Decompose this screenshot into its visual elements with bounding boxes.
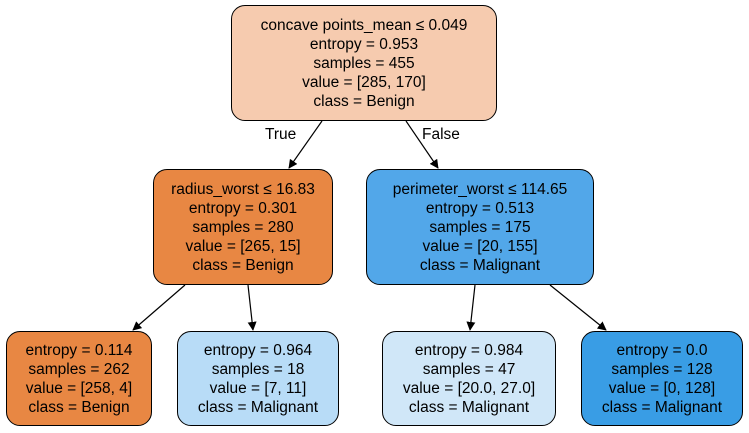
edge-root-left [288, 120, 323, 169]
edge-label-false: False [422, 126, 460, 143]
edge-right-leaf-3 [466, 284, 476, 331]
node-entropy: entropy = 0.513 [425, 199, 535, 217]
node-entropy: entropy = 0.114 [25, 341, 133, 359]
node-samples: samples = 262 [28, 360, 130, 378]
tree-leaf-4: entropy = 0.0 samples = 128 value = [0, … [581, 331, 743, 426]
edge-left-leaf-1 [132, 284, 186, 331]
edge-label-true: True [265, 126, 297, 143]
node-value: value = [285, 170] [302, 73, 426, 91]
node-split-label: concave points_mean ≤ 0.049 [260, 16, 468, 34]
node-entropy: entropy = 0.301 [188, 199, 298, 217]
node-value: value = [20, 155] [422, 237, 538, 255]
node-value: value = [258, 4] [25, 379, 133, 397]
tree-leaf-3: entropy = 0.984 samples = 47 value = [20… [382, 331, 556, 426]
node-class: class = Benign [192, 256, 294, 274]
tree-leaf-1: entropy = 0.114 samples = 262 value = [2… [6, 331, 152, 426]
edge-left-leaf-2 [247, 284, 257, 331]
tree-node-root: concave points_mean ≤ 0.049 entropy = 0.… [231, 5, 497, 121]
node-split-label: perimeter_worst ≤ 114.65 [392, 180, 568, 198]
node-samples: samples = 47 [422, 360, 516, 378]
node-class: class = Malignant [419, 256, 541, 274]
node-value: value = [0, 128] [608, 379, 716, 397]
tree-node-left: radius_worst ≤ 16.83 entropy = 0.301 sam… [153, 169, 333, 285]
node-samples: samples = 18 [211, 360, 305, 378]
node-class: class = Malignant [197, 398, 319, 416]
node-value: value = [265, 15] [185, 237, 301, 255]
tree-node-right: perimeter_worst ≤ 114.65 entropy = 0.513… [366, 169, 594, 285]
node-entropy: entropy = 0.964 [203, 341, 313, 359]
node-entropy: entropy = 0.953 [309, 35, 419, 53]
node-entropy: entropy = 0.0 [616, 341, 708, 359]
node-samples: samples = 455 [313, 54, 415, 72]
edge-root-right [405, 120, 439, 169]
edge-right-leaf-4 [549, 284, 607, 331]
node-samples: samples = 175 [429, 218, 531, 236]
node-samples: samples = 128 [611, 360, 713, 378]
node-value: value = [7, 11] [209, 379, 307, 397]
node-class: class = Benign [28, 398, 130, 416]
node-entropy: entropy = 0.984 [414, 341, 524, 359]
node-class: class = Malignant [601, 398, 723, 416]
node-value: value = [20.0, 27.0] [402, 379, 536, 397]
node-class: class = Malignant [408, 398, 530, 416]
node-class: class = Benign [313, 92, 415, 110]
tree-leaf-2: entropy = 0.964 samples = 18 value = [7,… [177, 331, 339, 426]
node-samples: samples = 280 [192, 218, 294, 236]
node-split-label: radius_worst ≤ 16.83 [171, 180, 315, 198]
